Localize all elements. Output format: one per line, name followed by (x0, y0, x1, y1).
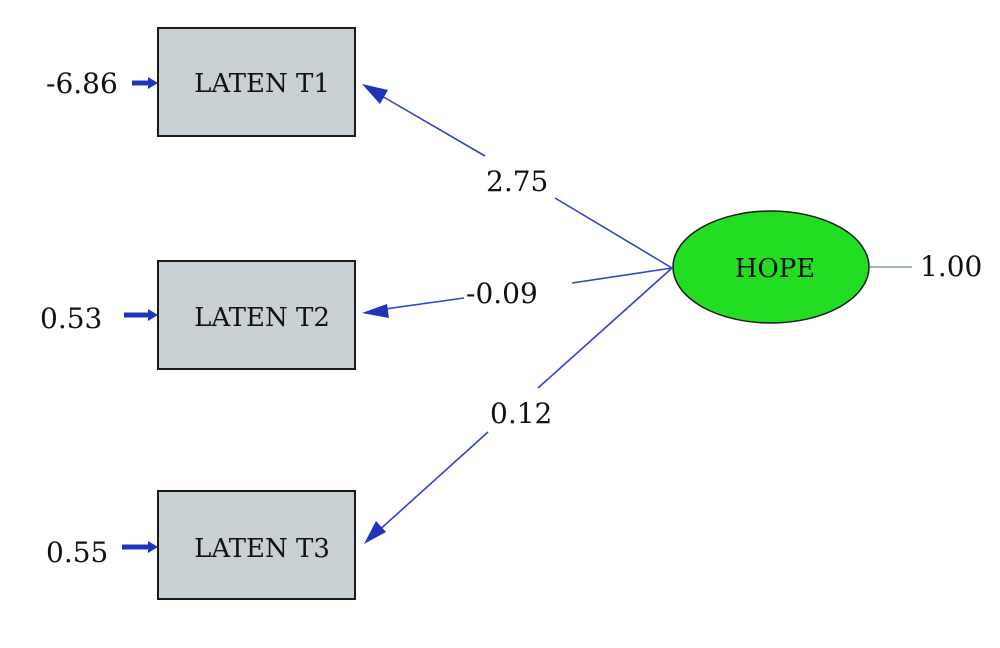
indicator-box-t1 (157, 27, 356, 137)
path-line-t2-b (377, 297, 465, 311)
path-t2: -0.09 (362, 267, 673, 318)
path-arrowhead-t3 (364, 521, 386, 544)
indicator-label-t2: LATEN T2 (194, 303, 330, 333)
error-arrowhead-t2 (148, 309, 158, 321)
error-value-t3: 0.55 (46, 536, 108, 569)
error-term-t1: -6.86 (46, 67, 158, 100)
error-term-t2: 0.53 (40, 302, 158, 335)
path-line-t1-a (554, 197, 673, 269)
latent-label: HOPE (735, 254, 815, 284)
latent-variance: 1.00 (870, 250, 982, 283)
path-line-t3-b (375, 431, 489, 534)
indicator-t3: LATEN T3 (157, 490, 356, 600)
path-arrowhead-t2 (362, 304, 389, 318)
error-arrowhead-t3 (148, 541, 158, 553)
error-arrowhead-t1 (148, 77, 158, 89)
path-line-t1-b (374, 91, 486, 157)
indicator-label-t1: LATEN T1 (194, 69, 330, 99)
indicator-label-t3: LATEN T3 (194, 534, 330, 564)
loading-value-t3: 0.12 (490, 397, 552, 430)
latent-hope: HOPE (672, 210, 870, 324)
path-line-t2-a (571, 267, 673, 284)
path-line-t3-a (537, 267, 673, 389)
indicator-t2: LATEN T2 (157, 260, 356, 370)
indicator-t1: LATEN T1 (157, 27, 356, 137)
loading-value-t1: 2.75 (486, 165, 548, 198)
path-arrowhead-t1 (362, 84, 388, 104)
error-value-t2: 0.53 (40, 302, 102, 335)
indicator-box-t2 (157, 260, 356, 370)
variance-value: 1.00 (920, 250, 982, 283)
path-t1: 2.75 (362, 84, 673, 269)
path-t3: 0.12 (364, 267, 673, 544)
error-value-t1: -6.86 (46, 67, 118, 100)
latent-ellipse (672, 210, 870, 324)
loading-value-t2: -0.09 (466, 277, 538, 310)
indicator-box-t3 (157, 490, 356, 600)
error-term-t3: 0.55 (46, 536, 158, 569)
